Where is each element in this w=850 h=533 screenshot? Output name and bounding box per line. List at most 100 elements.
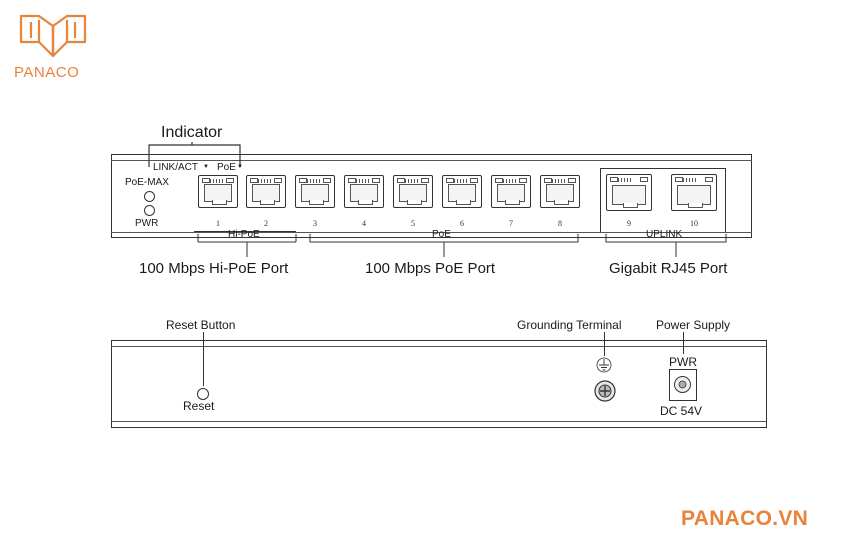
port-led-right (470, 178, 478, 183)
pwr-rear-label: PWR (669, 355, 697, 369)
port-led-left (202, 178, 210, 183)
hipoe-group-line (194, 231, 296, 232)
dc-voltage-label: DC 54V (660, 404, 703, 418)
port-led-right (372, 178, 380, 183)
port-jack (677, 185, 711, 205)
port-pins (350, 179, 370, 183)
link-act-label: LINK/ACT (153, 162, 199, 173)
grounding-title: Grounding Terminal (517, 318, 622, 332)
port-number-10: 10 (690, 219, 698, 228)
poe-led-arrow-icon: ▼ (237, 164, 243, 170)
port-led-left (348, 178, 356, 183)
reset-label: Reset (183, 399, 215, 413)
ground-symbol-icon (596, 357, 612, 373)
port-number-4: 4 (362, 219, 366, 228)
port-tab (554, 200, 569, 205)
poe-led-label: PoE (217, 162, 236, 173)
uplink-frame (600, 168, 726, 232)
port-led-left (610, 177, 618, 182)
pwr-led (144, 205, 155, 216)
reset-button-title: Reset Button (166, 318, 236, 332)
port-pins (252, 179, 272, 183)
port-tab (358, 200, 373, 205)
uplink-group-label: UPLINK (646, 229, 683, 240)
port-led-right (640, 177, 648, 182)
port-tab (456, 200, 471, 205)
port-pins (399, 179, 419, 183)
port-led-right (568, 178, 576, 183)
hipoe-caption: 100 Mbps Hi-PoE Port (139, 260, 289, 277)
port-led-right (226, 178, 234, 183)
port-number-7: 7 (509, 219, 513, 228)
port-tab (505, 200, 520, 205)
port-led-right (519, 178, 527, 183)
port-tab (623, 203, 638, 208)
book-logo-icon (19, 14, 87, 58)
port-jack (612, 185, 646, 205)
rj45-port-3[interactable] (295, 175, 335, 208)
dc-jack-icon (674, 376, 691, 393)
power-leader-line (683, 332, 684, 354)
gigabit-caption: Gigabit RJ45 Port (609, 260, 728, 277)
port-tab (212, 200, 227, 205)
reset-hole[interactable] (197, 388, 209, 400)
port-number-3: 3 (313, 219, 317, 228)
front-panel-inner-line (111, 160, 752, 161)
port-led-left (397, 178, 405, 183)
logo-text: PANACO (14, 64, 80, 81)
port-number-2: 2 (264, 219, 268, 228)
hipoe-group-label: Hi-PoE (228, 229, 260, 240)
port-number-5: 5 (411, 219, 415, 228)
rj45-port-1[interactable] (198, 175, 238, 208)
port-pins (546, 179, 566, 183)
port-number-6: 6 (460, 219, 464, 228)
indicator-title: Indicator (161, 124, 223, 141)
panaco-logo: PANACO (13, 12, 93, 82)
rj45-port-10[interactable] (671, 174, 717, 211)
front-panel-bottom-line (111, 232, 752, 233)
port-pins (301, 179, 321, 183)
port-number-1: 1 (216, 219, 220, 228)
rear-panel-bottom-line (111, 421, 767, 422)
port-led-right (274, 178, 282, 183)
port-pins (204, 179, 224, 183)
reset-leader-line (203, 332, 204, 386)
port-led-right (323, 178, 331, 183)
rj45-port-8[interactable] (540, 175, 580, 208)
rj45-port-2[interactable] (246, 175, 286, 208)
rj45-port-6[interactable] (442, 175, 482, 208)
port-led-left (250, 178, 258, 183)
poe-max-label: PoE-MAX (125, 177, 169, 188)
rj45-port-5[interactable] (393, 175, 433, 208)
port-tab (407, 200, 422, 205)
port-led-left (446, 178, 454, 183)
indicator-bracket (148, 142, 241, 167)
rj45-port-7[interactable] (491, 175, 531, 208)
poe-caption: 100 Mbps PoE Port (365, 260, 496, 277)
rear-panel-top-line (111, 346, 767, 347)
port-tab (260, 200, 275, 205)
pwr-front-label: PWR (135, 218, 159, 229)
rear-panel (111, 340, 767, 428)
port-pins (448, 179, 468, 183)
port-pins (677, 178, 697, 182)
footer-brand: PANACO.VN (681, 507, 809, 530)
caption-brackets (197, 234, 727, 257)
port-number-8: 8 (558, 219, 562, 228)
port-number-9: 9 (627, 219, 631, 228)
port-tab (688, 203, 703, 208)
port-led-right (705, 177, 713, 182)
port-pins (612, 178, 632, 182)
rj45-port-9[interactable] (606, 174, 652, 211)
poe-group-label: PoE (432, 229, 451, 240)
port-led-left (544, 178, 552, 183)
rj45-port-4[interactable] (344, 175, 384, 208)
port-led-left (299, 178, 307, 183)
power-supply-title: Power Supply (656, 318, 731, 332)
port-tab (309, 200, 324, 205)
dc-jack[interactable] (669, 369, 697, 401)
port-pins (497, 179, 517, 183)
grounding-leader-line (604, 332, 605, 356)
link-act-arrow-icon: ▼ (203, 164, 209, 170)
port-led-left (495, 178, 503, 183)
